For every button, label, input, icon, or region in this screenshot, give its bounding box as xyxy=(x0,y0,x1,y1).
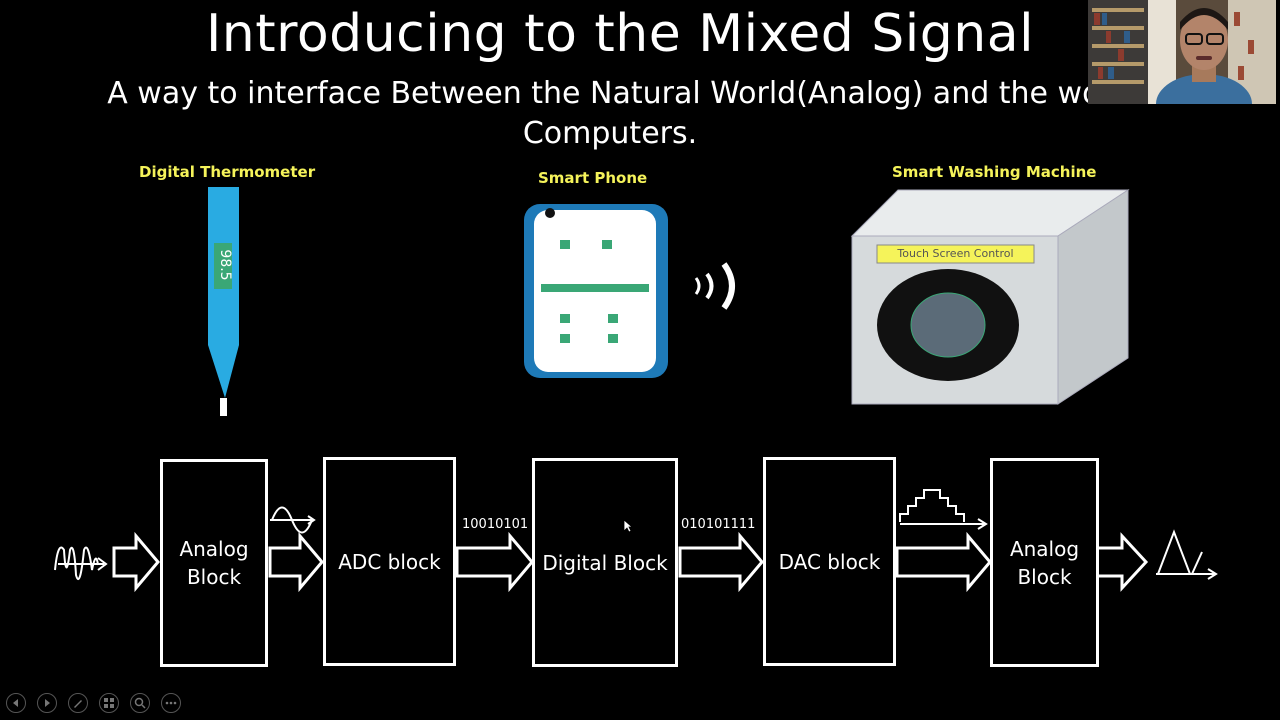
signal-flow-diagram xyxy=(54,489,1218,593)
analog-output-waveform-icon xyxy=(1156,529,1218,580)
block-label: Analog xyxy=(1009,536,1080,561)
subtitle-line-1: A way to interface Between the Natural W… xyxy=(107,76,1113,111)
digital-block: Digital Block xyxy=(532,458,678,667)
sine-wave-icon xyxy=(270,506,316,534)
flow-arrow-5 xyxy=(895,531,992,593)
block-label: Analog xyxy=(179,537,249,561)
adc-output-bits: 10010101 xyxy=(462,517,529,532)
smartphone-icon xyxy=(522,202,670,380)
phone-label: Smart Phone xyxy=(538,169,648,187)
block-label: Digital Block xyxy=(542,550,668,575)
next-icon[interactable] xyxy=(37,693,57,713)
washing-machine-icon: Touch Screen Control xyxy=(850,188,1132,410)
pen-icon[interactable] xyxy=(68,693,88,713)
block-label: Block xyxy=(1017,564,1072,589)
washer-label: Smart Washing Machine xyxy=(892,163,1097,181)
dac-block: DAC block xyxy=(763,457,896,666)
slide-subtitle: A way to interface Between the Natural W… xyxy=(20,74,1200,154)
thermometer-icon: 98.5 xyxy=(200,185,250,420)
adc-block: ADC block xyxy=(323,457,456,666)
block-label: Block xyxy=(186,565,242,589)
webcam-image xyxy=(1088,0,1276,104)
slides-icon[interactable] xyxy=(99,693,119,713)
block-label: DAC block xyxy=(778,549,881,574)
presenter-webcam xyxy=(1088,0,1276,104)
analog-input-waveform-icon xyxy=(54,546,108,581)
mouse-cursor-icon xyxy=(623,518,634,537)
flow-arrow-3 xyxy=(455,531,534,593)
zoom-icon[interactable] xyxy=(130,693,150,713)
slide-title: Introducing to the Mixed Signal xyxy=(205,4,1035,64)
subtitle-line-2: Computers. xyxy=(522,116,698,151)
thermometer-label: Digital Thermometer xyxy=(139,163,316,181)
flow-arrow-2 xyxy=(268,531,324,593)
digital-output-bits: 010101111 xyxy=(681,517,756,532)
block-label: ADC block xyxy=(338,549,441,574)
staircase-signal-icon xyxy=(899,489,988,530)
flow-arrow-1 xyxy=(112,531,160,593)
touch-screen-panel: Touch Screen Control xyxy=(897,247,1014,260)
thermometer-reading: 98.5 xyxy=(217,249,233,281)
more-icon[interactable] xyxy=(161,693,181,713)
wireless-signal-icon xyxy=(690,258,746,314)
flow-arrow-6 xyxy=(1093,532,1149,592)
previous-icon[interactable] xyxy=(6,693,26,713)
flow-arrow-4 xyxy=(678,531,764,593)
